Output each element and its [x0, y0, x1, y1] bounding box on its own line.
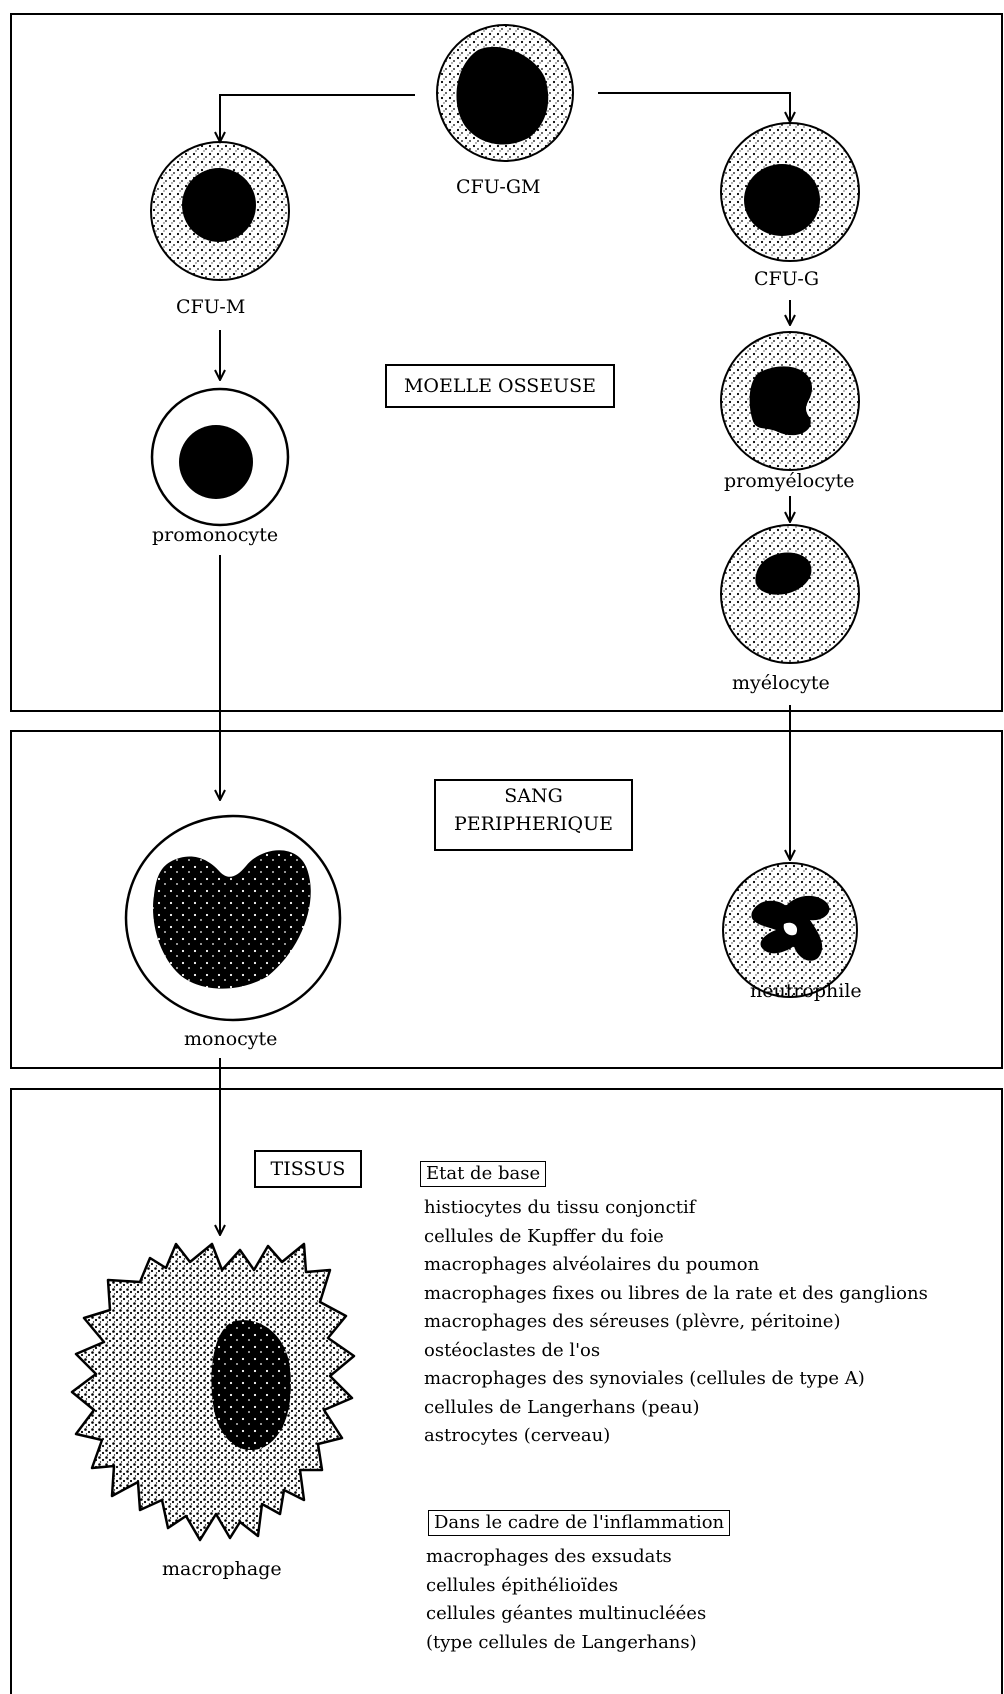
tissue-frame [10, 1088, 1003, 1694]
list-item: histiocytes du tissu conjonctif [424, 1197, 696, 1218]
label-promonocyte: promonocyte [152, 524, 279, 546]
label-macrophage: macrophage [162, 1558, 282, 1580]
macrophage-cell [70, 1242, 356, 1542]
inflammation-list: macrophages des exsudats cellules épithé… [426, 1543, 706, 1657]
list-item: macrophages fixes ou libres de la rate e… [424, 1282, 928, 1304]
list-item: cellules épithélioïdes [426, 1574, 619, 1596]
list-item: cellules de Langerhans (peau) [424, 1396, 700, 1418]
section-label-tissue: TISSUS [254, 1150, 362, 1188]
baseline-title: Etat de base [420, 1161, 547, 1187]
myelocyte-cell [720, 524, 860, 664]
list-item: (type cellules de Langerhans) [426, 1631, 697, 1653]
label-cfu-gm: CFU-GM [456, 176, 541, 198]
list-item: macrophages des synoviales (cellules de … [424, 1368, 865, 1389]
list-item: macrophages des exsudats [426, 1546, 672, 1567]
cfu-m-cell [150, 141, 290, 281]
list-item: ostéoclastes de l'os [424, 1339, 601, 1361]
section-label-blood-line1: SANG [504, 785, 563, 807]
list-item: cellules de Kupffer du foie [424, 1225, 664, 1247]
section-label-peripheral-blood: SANG PERIPHERIQUE [434, 779, 633, 851]
monocyte-cell [124, 814, 342, 1022]
label-myelocyte: myélocyte [732, 672, 830, 694]
inflammation-title: Dans le cadre de l'inflammation [428, 1510, 731, 1536]
neutrophile-cell [722, 862, 858, 998]
section-label-bone-marrow: MOELLE OSSEUSE [385, 364, 615, 408]
list-item: macrophages des séreuses (plèvre, périto… [424, 1311, 841, 1332]
baseline-list: histiocytes du tissu conjonctif cellules… [424, 1194, 928, 1451]
label-monocyte: monocyte [184, 1028, 278, 1050]
label-cfu-g: CFU-G [754, 268, 819, 290]
cfu-g-cell [720, 122, 860, 262]
section-label-blood-line2: PERIPHERIQUE [454, 813, 613, 835]
arrow-cfugm-to-cfum [220, 94, 415, 142]
arrow-cfugm-to-cfug [598, 92, 790, 122]
lineage-arrows [220, 92, 790, 1235]
label-cfu-m: CFU-M [176, 296, 246, 318]
list-item: macrophages alvéolaires du poumon [424, 1254, 760, 1275]
blood-frame [10, 730, 1003, 1069]
cfu-gm-cell [436, 24, 574, 162]
list-item: cellules géantes multinucléées [426, 1603, 707, 1624]
label-promyelocyte: promyélocyte [724, 470, 855, 492]
promyelocyte-cell [720, 331, 860, 471]
list-item: astrocytes (cerveau) [424, 1425, 611, 1446]
bone-marrow-frame [10, 13, 1003, 712]
promonocyte-cell [150, 387, 290, 527]
label-neutrophile: neutrophile [750, 980, 862, 1002]
section-frames [10, 13, 1003, 1694]
